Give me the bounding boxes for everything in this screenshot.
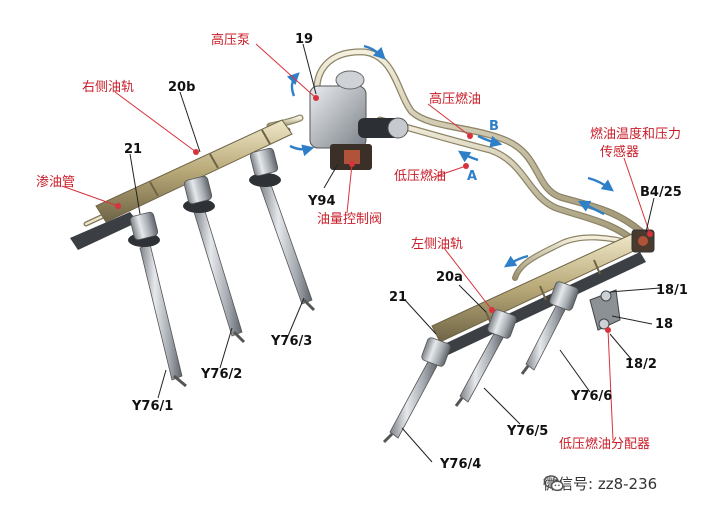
- label-right-rail: 右侧油轨: [82, 80, 135, 95]
- fuel-lines: [266, 48, 652, 281]
- label-low-pressure-distributor: 低压燃油分配器: [559, 437, 651, 452]
- label-high-pressure-fuel: 高压燃油: [429, 92, 482, 107]
- label-low-pressure-fuel: 低压燃油: [394, 169, 447, 184]
- injector-y76-6: [520, 281, 579, 375]
- watermark-text: 微信号: zz8-236: [543, 475, 658, 493]
- label-fuel-temp-pressure-sensor-1: 燃油温度和压力: [590, 127, 682, 142]
- leader-lines: [61, 43, 661, 463]
- code-21-right: 21: [124, 142, 143, 157]
- code-18-1: 18/1: [656, 283, 688, 298]
- code-18-2: 18/2: [625, 357, 657, 372]
- flow-arrows: [286, 44, 614, 268]
- injector-y76-3: [249, 147, 316, 312]
- label-quantity-control-valve: 油量控制阀: [317, 212, 383, 227]
- watermark: 微信号: zz8-236: [543, 473, 657, 494]
- code-y76-4: Y76/4: [440, 457, 482, 472]
- label-fuel-temp-pressure-sensor-2: 传感器: [600, 145, 640, 160]
- label-left-rail: 左侧油轨: [411, 237, 464, 252]
- code-20b: 20b: [168, 80, 196, 95]
- code-18: 18: [655, 317, 674, 332]
- code-y76-6: Y76/6: [571, 389, 613, 404]
- code-y76-1: Y76/1: [132, 399, 174, 414]
- marker-b: B: [489, 119, 499, 134]
- injector-y76-5: [454, 309, 517, 407]
- injector-y76-4: [382, 337, 451, 444]
- high-pressure-pump: [309, 70, 409, 170]
- code-y76-5: Y76/5: [507, 424, 549, 439]
- label-high-pressure-pump: 高压泵: [211, 33, 251, 48]
- code-19: 19: [295, 32, 314, 47]
- code-y94: Y94: [308, 194, 336, 209]
- code-20a: 20a: [436, 270, 463, 285]
- injector-y76-2: [183, 175, 246, 344]
- wechat-icon: [543, 475, 564, 492]
- code-y76-3: Y76/3: [271, 334, 313, 349]
- code-b4-25: B4/25: [640, 185, 682, 200]
- injector-y76-1: [128, 211, 187, 388]
- marker-a: A: [467, 169, 478, 184]
- code-21-left: 21: [389, 290, 408, 305]
- leader-dots: [115, 95, 653, 333]
- code-y76-2: Y76/2: [201, 367, 243, 382]
- label-leak-pipe: 渗油管: [36, 175, 76, 190]
